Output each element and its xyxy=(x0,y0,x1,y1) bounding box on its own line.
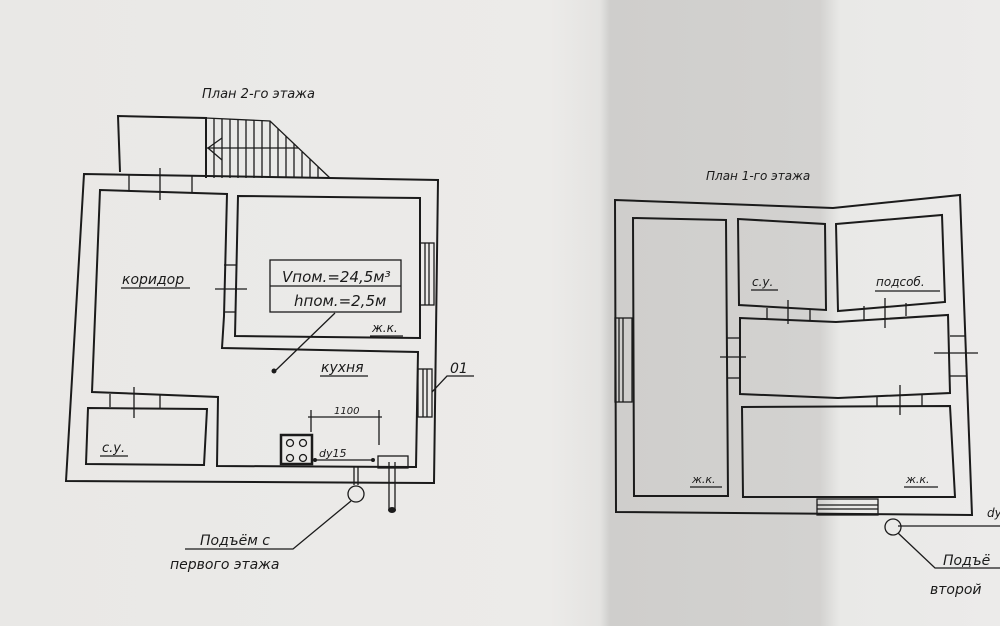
room-label-living-right: ж.к. xyxy=(905,473,930,486)
pipe-label-1: dy xyxy=(987,506,1000,520)
window-kitchen xyxy=(417,368,433,418)
bathroom-room xyxy=(84,406,209,467)
pipe-label: dy15 xyxy=(319,447,347,460)
living-room xyxy=(233,194,421,340)
room-label-corridor: коридор xyxy=(122,272,184,288)
riser-note-line2: первого этажа xyxy=(170,557,279,573)
dimension-line xyxy=(308,410,382,445)
stove-icon xyxy=(279,433,314,466)
riser-note-line1: Подъём с xyxy=(200,533,270,549)
gas-pipe-1 xyxy=(884,518,1000,569)
stair-landing xyxy=(116,114,207,178)
room-volume: Vпом.=24,5м³ xyxy=(282,268,391,286)
room-label-bathroom: с.у. xyxy=(102,441,125,456)
staircase xyxy=(205,117,331,179)
dimension-1100: 1100 xyxy=(334,406,359,417)
room-label-bathroom-1: с.у. xyxy=(752,275,773,289)
bathroom-room-1 xyxy=(736,217,828,312)
plan2-title: План 2-го этажа xyxy=(202,87,315,102)
room-label-kitchen: кухня xyxy=(321,360,364,376)
plan2-outer-wall xyxy=(64,172,440,485)
room-label-living-left: ж.к. xyxy=(691,473,716,486)
utility-room xyxy=(834,213,947,313)
riser-note-1-line2: второй xyxy=(930,582,982,598)
gas-pipe xyxy=(185,455,409,550)
riser-icon xyxy=(884,518,902,536)
room-label-utility: подсоб. xyxy=(876,275,925,289)
door-top xyxy=(128,168,193,200)
living-room-left xyxy=(631,216,730,497)
riser-note-1-line1: Подъё xyxy=(943,553,990,569)
plan1-title: План 1-го этажа xyxy=(706,169,810,183)
door-bathroom xyxy=(109,387,161,418)
corridor-kitchen-outline xyxy=(90,188,420,469)
room-height: hпом.=2,5м xyxy=(294,292,386,310)
hallway xyxy=(739,313,952,400)
windows-plan1 xyxy=(614,317,879,516)
second-floor-plan: План 2-го этажа xyxy=(64,87,474,573)
door-living xyxy=(215,264,247,313)
doors-plan1 xyxy=(720,298,978,415)
living-room-right xyxy=(740,404,957,498)
riser-icon xyxy=(347,485,365,503)
marker-01: 01 xyxy=(450,361,468,377)
window-living xyxy=(419,242,435,306)
first-floor-plan: План 1-го этажа с.у. подсоб. ж.к. ж.к. d… xyxy=(613,169,1000,598)
room-label-living: ж.к. xyxy=(371,321,398,335)
plan1-outer-wall xyxy=(613,193,974,517)
